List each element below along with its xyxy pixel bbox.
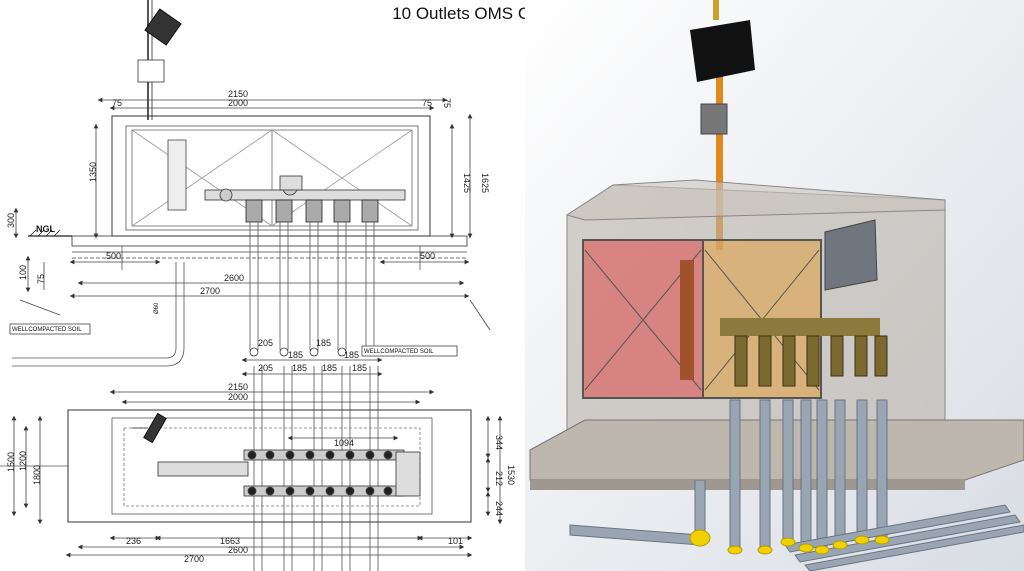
outlet-pipes-elevation [12, 222, 375, 367]
pipe-couplings [689, 529, 890, 555]
soil-label-right: WELLCOMPACTED SOIL [364, 349, 434, 355]
dim-slab-100: 100 [18, 265, 28, 280]
dim-width-inner: 2000 [228, 98, 248, 108]
dim-foot-right: 500 [420, 251, 435, 261]
soil-label-left: WELLCOMPACTED SOIL [12, 327, 82, 333]
render-3d [525, 0, 1024, 571]
dim-slab-75: 75 [36, 274, 46, 284]
plan-dim-width-outer: 2150 [228, 382, 248, 392]
plan-dim-205: 205 [258, 363, 273, 373]
control-box-icon [137, 59, 165, 83]
dim-height-outer: 1625 [480, 173, 490, 193]
dim-edge-right-v: 75 [442, 98, 452, 108]
base-slab [529, 419, 1024, 481]
plan-dim-1094: 1094 [334, 438, 354, 448]
plan-dim-344: 344 [494, 435, 504, 450]
pipe-diameter-label: Ø60 [154, 302, 160, 314]
plan-dim-1530: 1530 [506, 465, 516, 485]
solar-panel-plan-icon [143, 412, 167, 444]
plan-dim-width-inner: 2000 [228, 392, 248, 402]
dim-pipe-185b: 185 [316, 338, 331, 348]
solar-panel-icon [144, 8, 182, 46]
junction-box-3d-icon [700, 103, 728, 135]
plan-dim-1200: 1200 [18, 451, 28, 471]
dim-base-2700: 2700 [200, 286, 220, 296]
plan-dim-185c: 185 [352, 363, 367, 373]
valve-row [245, 199, 379, 223]
manifold-3d [720, 318, 880, 336]
technical-drawing: NGL WELLCOMPACTED SOIL WELLCOMPACTED SOI… [0, 0, 516, 571]
plan-dim-185b: 185 [322, 363, 337, 373]
plan-dim-244: 244 [494, 501, 504, 516]
ngl-label: NGL [36, 224, 56, 234]
plan-dim-212: 212 [494, 471, 504, 486]
dim-height-mid: 1425 [462, 173, 472, 193]
plan-dim-2700: 2700 [184, 554, 204, 564]
solar-panel-3d-icon [690, 20, 755, 82]
dim-pipe-185c: 185 [344, 350, 359, 360]
plan-dim-236: 236 [126, 536, 141, 546]
dim-pipe-205: 205 [258, 338, 273, 348]
plan-dim-1663: 1663 [220, 536, 240, 546]
riser-pipe [680, 260, 694, 380]
elevation-view [9, 0, 491, 367]
electrical-cabinet-icon [824, 219, 878, 291]
plan-dim-1800: 1800 [32, 465, 42, 485]
dim-edge-right: 75 [422, 98, 432, 108]
antenna-mast [713, 0, 723, 250]
plan-dim-101: 101 [448, 536, 463, 546]
dim-height-inner: 1350 [88, 162, 98, 182]
dim-base-2600: 2600 [224, 273, 244, 283]
plan-dim-185a: 185 [292, 363, 307, 373]
plan-dim-2600: 2600 [228, 545, 248, 555]
dim-foot-left: 500 [106, 251, 121, 261]
dim-width-outer: 2150 [228, 89, 248, 99]
dim-edge-left: 75 [112, 98, 122, 108]
dim-pipe-185a: 185 [288, 350, 303, 360]
plan-view [0, 366, 503, 571]
plan-dim-1500: 1500 [6, 452, 16, 472]
dim-above-ground: 300 [6, 213, 16, 228]
